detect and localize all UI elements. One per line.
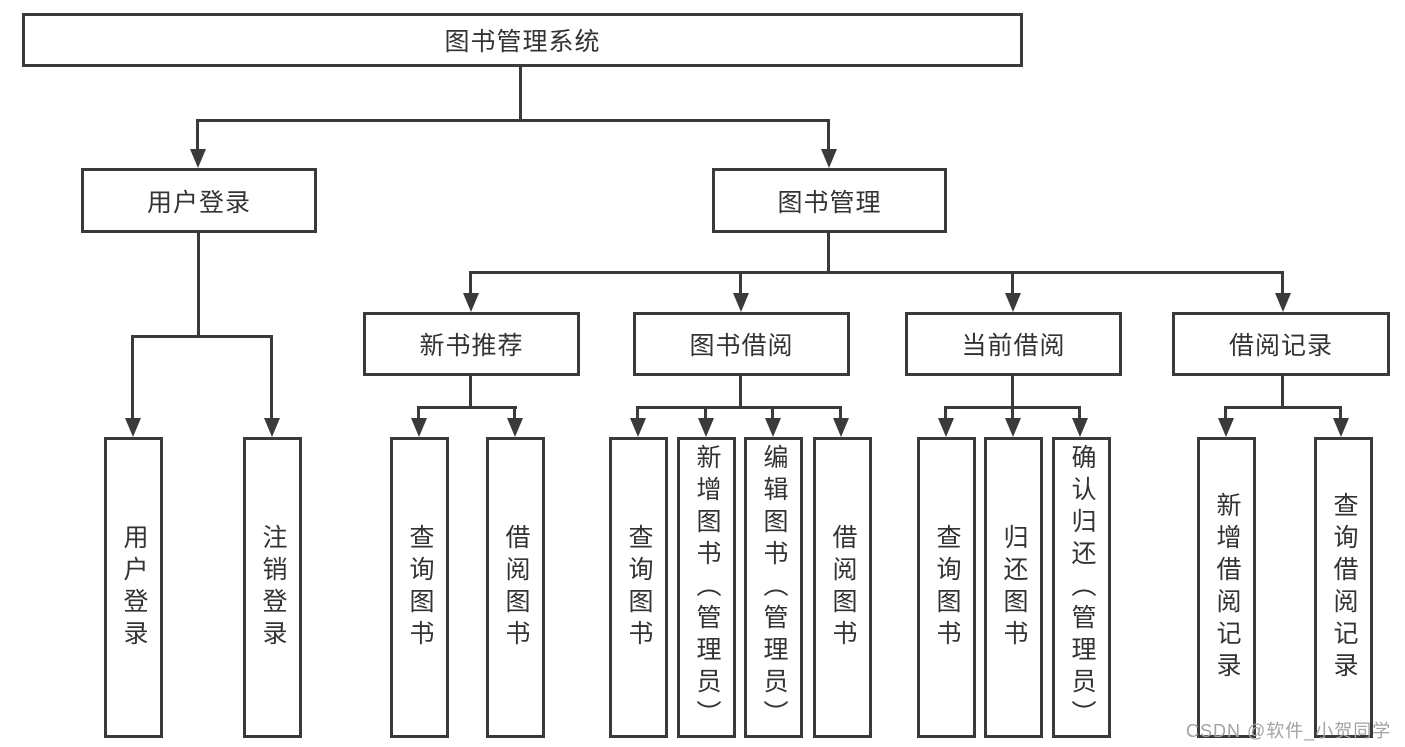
node-new-book-recommend-label: 新书推荐 [419, 332, 524, 360]
arrow-down-icon [1072, 418, 1088, 437]
arrow-down-icon [1275, 293, 1291, 312]
connector-line [944, 406, 947, 421]
connector-line [771, 406, 774, 421]
connector-line [519, 66, 522, 121]
leaf-borrow-book-label: 借阅图书 [829, 523, 857, 652]
arrow-down-icon [190, 149, 206, 168]
connector-line [417, 406, 517, 409]
connector-line [469, 271, 1283, 274]
arrow-down-icon [125, 418, 141, 437]
connector-line [131, 335, 273, 338]
leaf-borrow-book: 借阅图书 [813, 437, 872, 738]
node-borrow-record: 借阅记录 [1172, 312, 1390, 376]
connector-line [1224, 406, 1227, 421]
leaf-query-borrow-record-label: 查询借阅记录 [1330, 491, 1358, 684]
leaf-borrow-book-recommend-label: 借阅图书 [502, 523, 530, 652]
leaf-add-book-admin-label: 新增图书（管理员） [693, 443, 721, 732]
leaf-logout-login: 注销登录 [243, 437, 302, 738]
connector-line [513, 406, 516, 421]
connector-line [1224, 406, 1342, 409]
arrow-down-icon [833, 418, 849, 437]
leaf-logout-login-label: 注销登录 [259, 523, 287, 652]
connector-line [1339, 406, 1342, 421]
connector-line [704, 406, 707, 421]
leaf-query-book-recommend: 查询图书 [390, 437, 449, 738]
node-current-borrow: 当前借阅 [905, 312, 1122, 376]
connector-line [827, 233, 830, 273]
connector-line [1011, 271, 1014, 296]
leaf-return-book: 归还图书 [984, 437, 1043, 738]
arrow-down-icon [1218, 418, 1234, 437]
node-current-borrow-label: 当前借阅 [961, 332, 1066, 360]
leaf-edit-book-admin: 编辑图书（管理员） [744, 437, 803, 738]
leaf-query-book-borrow: 查询图书 [609, 437, 668, 738]
connector-line [1011, 406, 1014, 421]
node-book-management: 图书管理 [712, 168, 947, 233]
arrow-down-icon [463, 293, 479, 312]
connector-line [197, 233, 200, 337]
leaf-query-book-current-label: 查询图书 [933, 523, 961, 652]
csdn-watermark: CSDN @软件_小贺同学 [1186, 721, 1392, 741]
node-root-label: 图书管理系统 [444, 28, 601, 56]
leaf-confirm-return-admin: 确认归还（管理员） [1052, 437, 1111, 738]
node-borrow-record-label: 借阅记录 [1228, 332, 1333, 360]
connector-line [196, 119, 199, 152]
connector-line [469, 376, 472, 409]
connector-line [827, 119, 830, 152]
leaf-borrow-book-recommend: 借阅图书 [486, 437, 545, 738]
arrow-down-icon [821, 149, 837, 168]
leaf-return-book-label: 归还图书 [1000, 523, 1028, 652]
node-book-management-label: 图书管理 [777, 188, 882, 217]
connector-line [1281, 271, 1284, 296]
connector-line [1078, 406, 1081, 421]
connector-line [739, 376, 742, 409]
leaf-add-borrow-record-label: 新增借阅记录 [1213, 491, 1241, 684]
connector-line [636, 406, 842, 409]
arrow-down-icon [264, 418, 280, 437]
leaf-add-book-admin: 新增图书（管理员） [677, 437, 736, 738]
leaf-user-login: 用户登录 [104, 437, 163, 738]
connector-line [417, 406, 420, 421]
leaf-query-book-borrow-label: 查询图书 [625, 523, 653, 652]
arrow-down-icon [1333, 418, 1349, 437]
connector-line [131, 335, 134, 421]
connector-line [469, 271, 472, 296]
leaf-confirm-return-admin-label: 确认归还（管理员） [1068, 443, 1096, 732]
arrow-down-icon [630, 418, 646, 437]
arrow-down-icon [698, 418, 714, 437]
connector-line [839, 406, 842, 421]
arrow-down-icon [938, 418, 954, 437]
leaf-add-borrow-record: 新增借阅记录 [1197, 437, 1256, 738]
arrow-down-icon [411, 418, 427, 437]
arrow-down-icon [765, 418, 781, 437]
connector-line [636, 406, 639, 421]
node-user-login-label: 用户登录 [146, 188, 251, 217]
node-new-book-recommend: 新书推荐 [363, 312, 580, 376]
connector-line [1011, 376, 1014, 409]
connector-line [739, 271, 742, 296]
arrow-down-icon [1005, 418, 1021, 437]
leaf-query-borrow-record: 查询借阅记录 [1314, 437, 1373, 738]
leaf-user-login-label: 用户登录 [120, 523, 148, 652]
connector-line [1281, 376, 1284, 409]
node-user-login: 用户登录 [81, 168, 317, 233]
node-book-borrow-label: 图书借阅 [689, 332, 794, 360]
connector-line [196, 119, 830, 122]
leaf-edit-book-admin-label: 编辑图书（管理员） [760, 443, 788, 732]
node-root: 图书管理系统 [22, 13, 1023, 67]
leaf-query-book-recommend-label: 查询图书 [406, 523, 434, 652]
arrow-down-icon [733, 293, 749, 312]
arrow-down-icon [507, 418, 523, 437]
node-book-borrow: 图书借阅 [633, 312, 850, 376]
leaf-query-book-current: 查询图书 [917, 437, 976, 738]
arrow-down-icon [1005, 293, 1021, 312]
connector-line [270, 335, 273, 421]
